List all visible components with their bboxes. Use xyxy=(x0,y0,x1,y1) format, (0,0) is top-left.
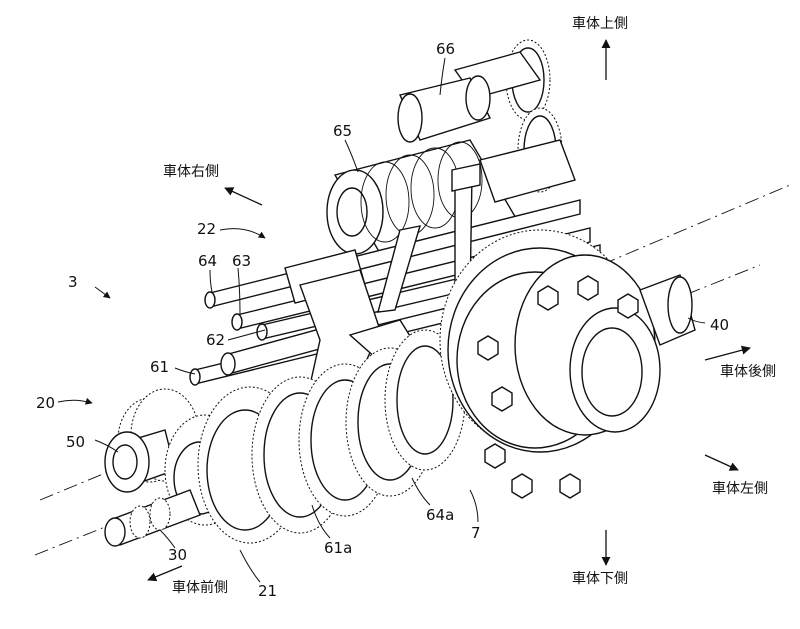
label-63: 63 xyxy=(232,252,251,270)
label-61: 61 xyxy=(150,358,169,376)
label-65: 65 xyxy=(333,122,352,140)
reference-numeral-labels: 66 65 22 64 63 3 62 61 40 20 50 30 61a 6… xyxy=(36,40,729,600)
label-vehicle-rear: 車体後側 xyxy=(720,363,776,380)
label-3: 3 xyxy=(68,273,78,291)
label-64: 64 xyxy=(198,252,217,270)
leader-lines xyxy=(57,57,706,583)
label-20: 20 xyxy=(36,394,55,412)
label-vehicle-front: 車体前側 xyxy=(172,579,228,596)
label-vehicle-left-side: 車体左側 xyxy=(712,480,768,497)
label-62: 62 xyxy=(206,331,225,349)
arrow-right-side xyxy=(224,187,263,206)
label-7: 7 xyxy=(471,524,481,542)
label-vehicle-down: 車体下側 xyxy=(572,570,628,587)
differential-axis-line xyxy=(529,184,791,296)
direction-labels: 車体上側 車体下側 車体右側 車体後側 車体左側 車体前側 xyxy=(163,15,776,596)
arrow-rear xyxy=(704,345,751,361)
label-21: 21 xyxy=(258,582,277,600)
ring-gear-bolts xyxy=(477,275,639,499)
arrow-front xyxy=(147,565,183,582)
label-vehicle-right-side: 車体右側 xyxy=(163,163,219,180)
label-40: 40 xyxy=(710,316,729,334)
arrow-left-side xyxy=(704,454,739,471)
main-gear-stack xyxy=(197,329,466,544)
label-61a: 61a xyxy=(324,539,352,557)
input-shaft-30 xyxy=(104,489,201,547)
label-30: 30 xyxy=(168,546,187,564)
label-64a: 64a xyxy=(426,506,454,524)
label-50: 50 xyxy=(66,433,85,451)
actuator-66 xyxy=(397,75,491,143)
differential-7 xyxy=(439,229,696,499)
label-22: 22 xyxy=(197,220,216,238)
label-vehicle-up: 車体上側 xyxy=(572,15,628,32)
label-66: 66 xyxy=(436,40,455,58)
